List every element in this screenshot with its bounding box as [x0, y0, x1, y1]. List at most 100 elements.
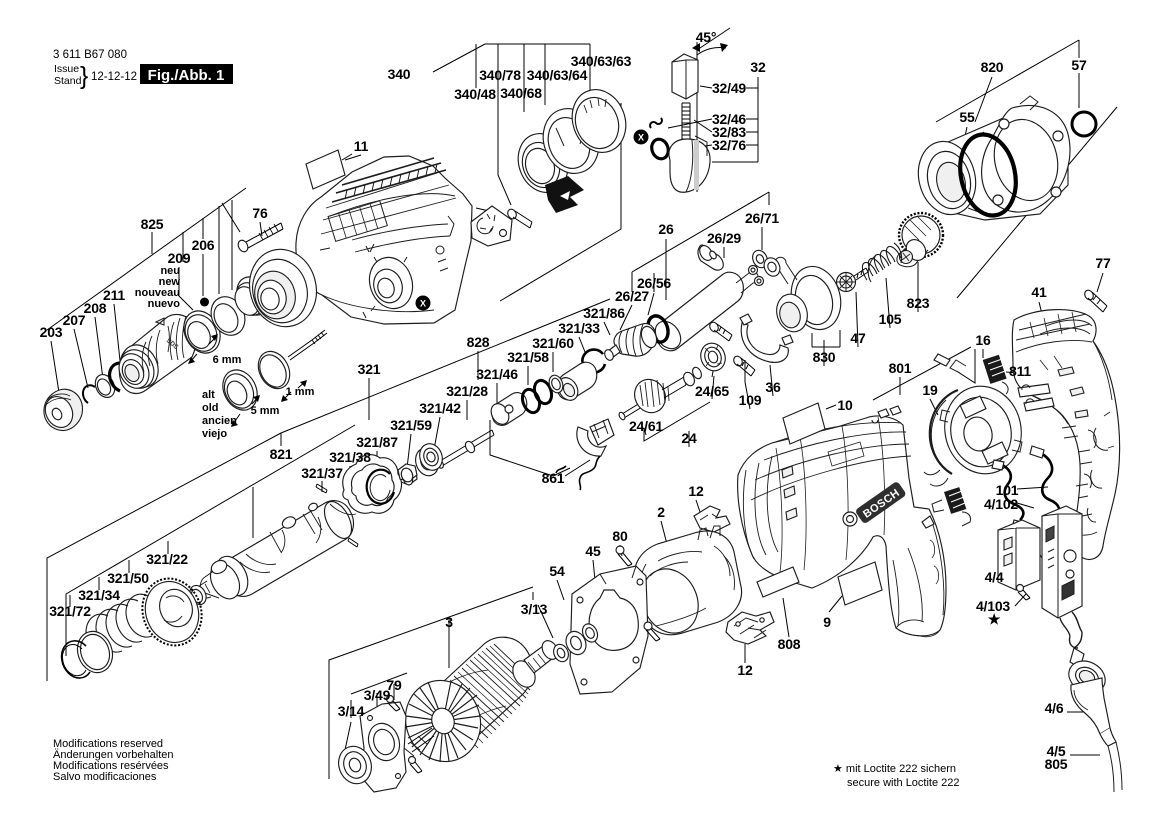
svg-text:Fig./Abb. 1: Fig./Abb. 1	[148, 67, 225, 84]
svg-text:340/63/63: 340/63/63	[571, 53, 632, 69]
svg-text:321/34: 321/34	[78, 587, 120, 603]
svg-text:321/42: 321/42	[419, 400, 461, 416]
svg-text:55: 55	[959, 109, 975, 125]
svg-text:19: 19	[922, 382, 938, 398]
svg-text:3/49: 3/49	[364, 687, 391, 703]
svg-text:Salvo modificaciones: Salvo modificaciones	[53, 771, 157, 783]
svg-text:11: 11	[354, 138, 369, 154]
svg-text:47: 47	[850, 330, 866, 346]
svg-text:109: 109	[739, 392, 762, 408]
svg-text:208: 208	[84, 300, 107, 316]
svg-text:321/72: 321/72	[49, 603, 91, 619]
svg-text:340/68: 340/68	[500, 85, 542, 101]
svg-text:2: 2	[657, 504, 665, 520]
svg-text:24/65: 24/65	[695, 383, 729, 399]
svg-text:45: 45	[585, 543, 601, 559]
svg-text:57: 57	[1071, 57, 1087, 73]
svg-text:new: new	[159, 276, 181, 288]
svg-text:old: old	[202, 402, 219, 414]
svg-text:820: 820	[981, 59, 1004, 75]
svg-text:alt: alt	[202, 389, 215, 401]
svg-text:823: 823	[907, 295, 930, 311]
svg-text:9: 9	[823, 614, 831, 630]
svg-text:32/46: 32/46	[712, 111, 746, 127]
svg-text:24/61: 24/61	[629, 418, 663, 434]
svg-text:Issue: Issue	[54, 63, 79, 75]
svg-text:321/22: 321/22	[146, 551, 188, 567]
svg-text:26/71: 26/71	[745, 210, 779, 226]
svg-text:805: 805	[1045, 756, 1068, 772]
svg-text:12: 12	[737, 662, 753, 678]
svg-text:54: 54	[549, 563, 565, 579]
svg-text:Modifications reserved: Modifications reserved	[53, 738, 163, 750]
svg-text:321/59: 321/59	[390, 417, 432, 433]
svg-text:340: 340	[388, 66, 411, 82]
svg-text:203: 203	[40, 324, 63, 340]
svg-text:830: 830	[813, 349, 836, 365]
svg-text:101: 101	[996, 482, 1019, 498]
svg-text:340/63/64: 340/63/64	[527, 67, 588, 83]
svg-text:4/103: 4/103	[976, 598, 1010, 614]
svg-text:79: 79	[386, 677, 402, 693]
svg-text:321/58: 321/58	[507, 349, 549, 365]
svg-text:26: 26	[658, 221, 674, 237]
svg-text:1 mm: 1 mm	[286, 386, 315, 398]
svg-text:321: 321	[358, 361, 381, 377]
svg-text:209: 209	[168, 250, 191, 266]
svg-text:206: 206	[192, 237, 215, 253]
svg-text:3/14: 3/14	[338, 703, 365, 719]
svg-text:801: 801	[889, 360, 912, 376]
svg-text:Änderungen vorbehalten: Änderungen vorbehalten	[53, 749, 173, 761]
svg-text:viejo: viejo	[202, 428, 227, 440]
svg-text:nouveau: nouveau	[135, 287, 180, 299]
svg-text:★ mit Loctite 222 sichern: ★ mit Loctite 222 sichern	[833, 763, 956, 775]
svg-text:828: 828	[467, 334, 490, 350]
svg-text:ancien: ancien	[202, 415, 237, 427]
svg-text:825: 825	[141, 216, 164, 232]
svg-text:10: 10	[837, 397, 853, 413]
svg-text:nuevo: nuevo	[148, 298, 181, 310]
svg-text:321/33: 321/33	[558, 320, 600, 336]
svg-text:32: 32	[750, 59, 766, 75]
svg-text:16: 16	[975, 332, 991, 348]
svg-text:32/49: 32/49	[712, 80, 746, 96]
svg-text:340/78: 340/78	[479, 67, 521, 83]
svg-text:}: }	[80, 62, 88, 90]
svg-text:80: 80	[612, 528, 628, 544]
svg-text:76: 76	[252, 205, 268, 221]
svg-text:4/102: 4/102	[984, 496, 1018, 512]
svg-text:77: 77	[1095, 255, 1111, 271]
svg-text:4/6: 4/6	[1045, 700, 1064, 716]
svg-text:321/87: 321/87	[356, 434, 398, 450]
svg-text:4/4: 4/4	[985, 569, 1004, 585]
svg-text:12: 12	[688, 483, 704, 499]
svg-text:secure with Loctite 222: secure with Loctite 222	[847, 777, 960, 789]
svg-text:321/28: 321/28	[446, 383, 488, 399]
svg-text:321/50: 321/50	[107, 570, 149, 586]
svg-text:340/48: 340/48	[454, 86, 496, 102]
svg-text:26/56: 26/56	[637, 275, 671, 291]
svg-text:12-12-12: 12-12-12	[91, 71, 137, 83]
svg-text:321/37: 321/37	[301, 465, 343, 481]
svg-text:808: 808	[778, 636, 801, 652]
svg-text:41: 41	[1031, 284, 1047, 300]
svg-text:32/83: 32/83	[712, 124, 746, 140]
svg-text:Stand: Stand	[54, 75, 82, 87]
svg-text:207: 207	[63, 312, 86, 328]
svg-text:neu: neu	[160, 265, 180, 277]
svg-text:26/29: 26/29	[707, 230, 741, 246]
svg-text:3/13: 3/13	[521, 601, 548, 617]
svg-text:X: X	[638, 133, 644, 143]
svg-text:321/38: 321/38	[329, 449, 371, 465]
svg-text:45°: 45°	[696, 29, 717, 45]
svg-text:211: 211	[103, 287, 125, 303]
svg-text:5 mm: 5 mm	[251, 405, 280, 417]
svg-text:26/27: 26/27	[615, 288, 649, 304]
svg-text:821: 821	[270, 446, 293, 462]
svg-text:32/76: 32/76	[712, 137, 746, 153]
svg-text:321/60: 321/60	[532, 335, 574, 351]
svg-text:321/46: 321/46	[476, 366, 518, 382]
svg-text:X: X	[420, 299, 426, 309]
svg-text:4/5: 4/5	[1047, 743, 1066, 759]
svg-text:811: 811	[1009, 363, 1031, 379]
